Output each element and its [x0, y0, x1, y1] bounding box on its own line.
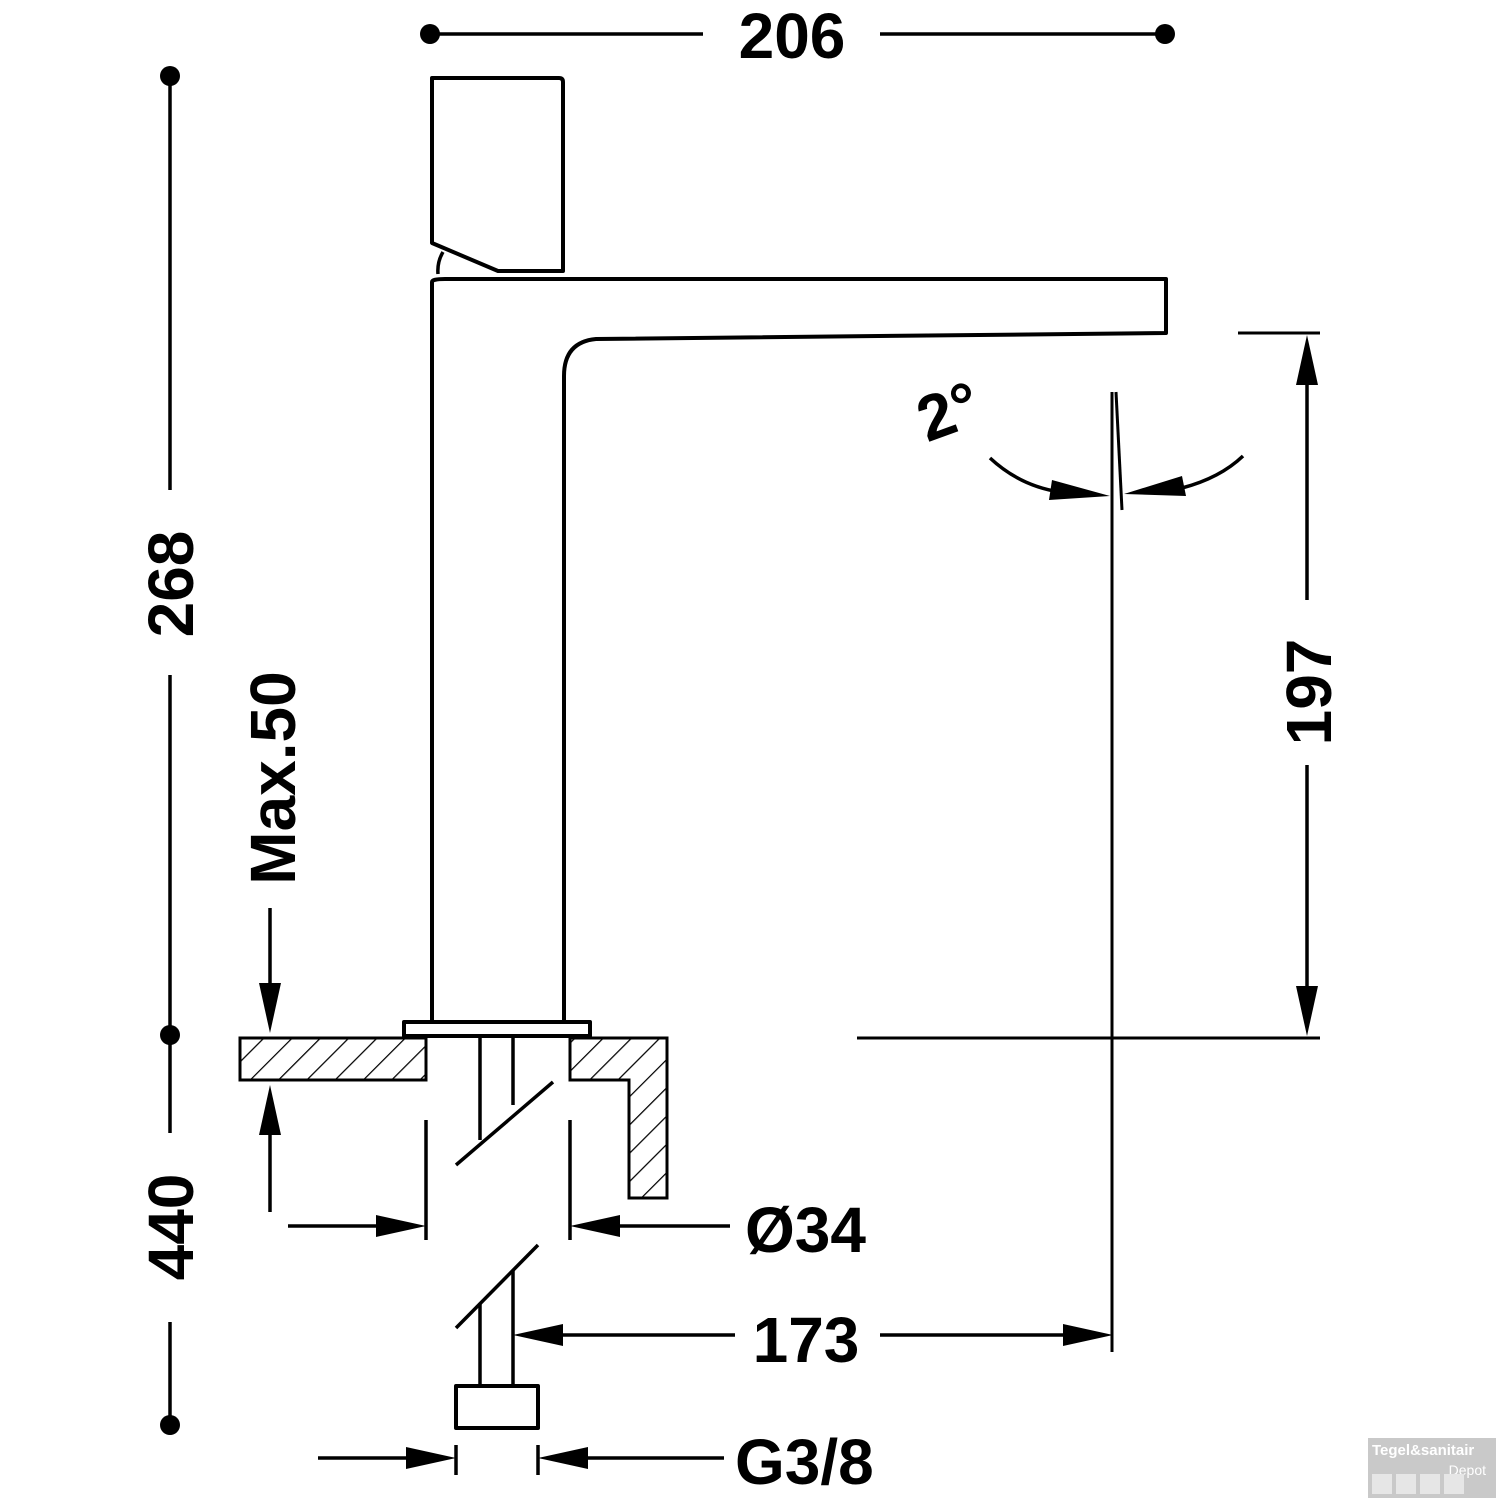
faucet-base-plate [402, 1020, 592, 1038]
countertop-section [238, 1036, 669, 1240]
connection-fitting [454, 1384, 540, 1430]
dimension-label-206: 206 [739, 0, 846, 72]
faucet-handle [430, 76, 565, 273]
tile-icon [1444, 1474, 1464, 1494]
dimension-label-173: 173 [753, 1304, 860, 1376]
dimension-label-197: 197 [1273, 639, 1345, 746]
dimension-hole-diameter: Ø34 [288, 1194, 866, 1266]
dimension-label-max50: Max.50 [237, 671, 309, 884]
dimension-label-angle: 2° [907, 367, 989, 456]
dimension-label-440: 440 [135, 1174, 207, 1281]
dimension-left-vertical: 268 440 [135, 66, 207, 1435]
watermark-brand-name: Tegel&sanitair [1372, 1442, 1475, 1459]
handle-cartridge [436, 251, 445, 275]
dimension-spout-height: 197 [857, 331, 1345, 1352]
dimension-label-g38: G3/8 [735, 1426, 874, 1498]
dimension-label-268: 268 [135, 531, 207, 638]
dimension-spout-reach: 173 [513, 1304, 1113, 1376]
tile-icon [1420, 1474, 1440, 1494]
faucet-body [402, 76, 1168, 1038]
dimension-total-width: 206 [420, 0, 1175, 72]
watermark-icons [1372, 1474, 1464, 1494]
faucet-spout [430, 277, 1168, 1024]
brand-watermark: Tegel&sanitair Depot [1368, 1438, 1496, 1498]
dimension-spout-angle: 2° [907, 367, 1245, 511]
tile-icon [1396, 1474, 1416, 1494]
dimension-max-deck-thickness: Max.50 [237, 671, 309, 1212]
water-drop-icon [1372, 1474, 1392, 1494]
supply-hose [454, 1038, 555, 1430]
dimension-connection-thread: G3/8 [318, 1426, 874, 1498]
dimension-label-diameter: Ø34 [745, 1194, 866, 1266]
